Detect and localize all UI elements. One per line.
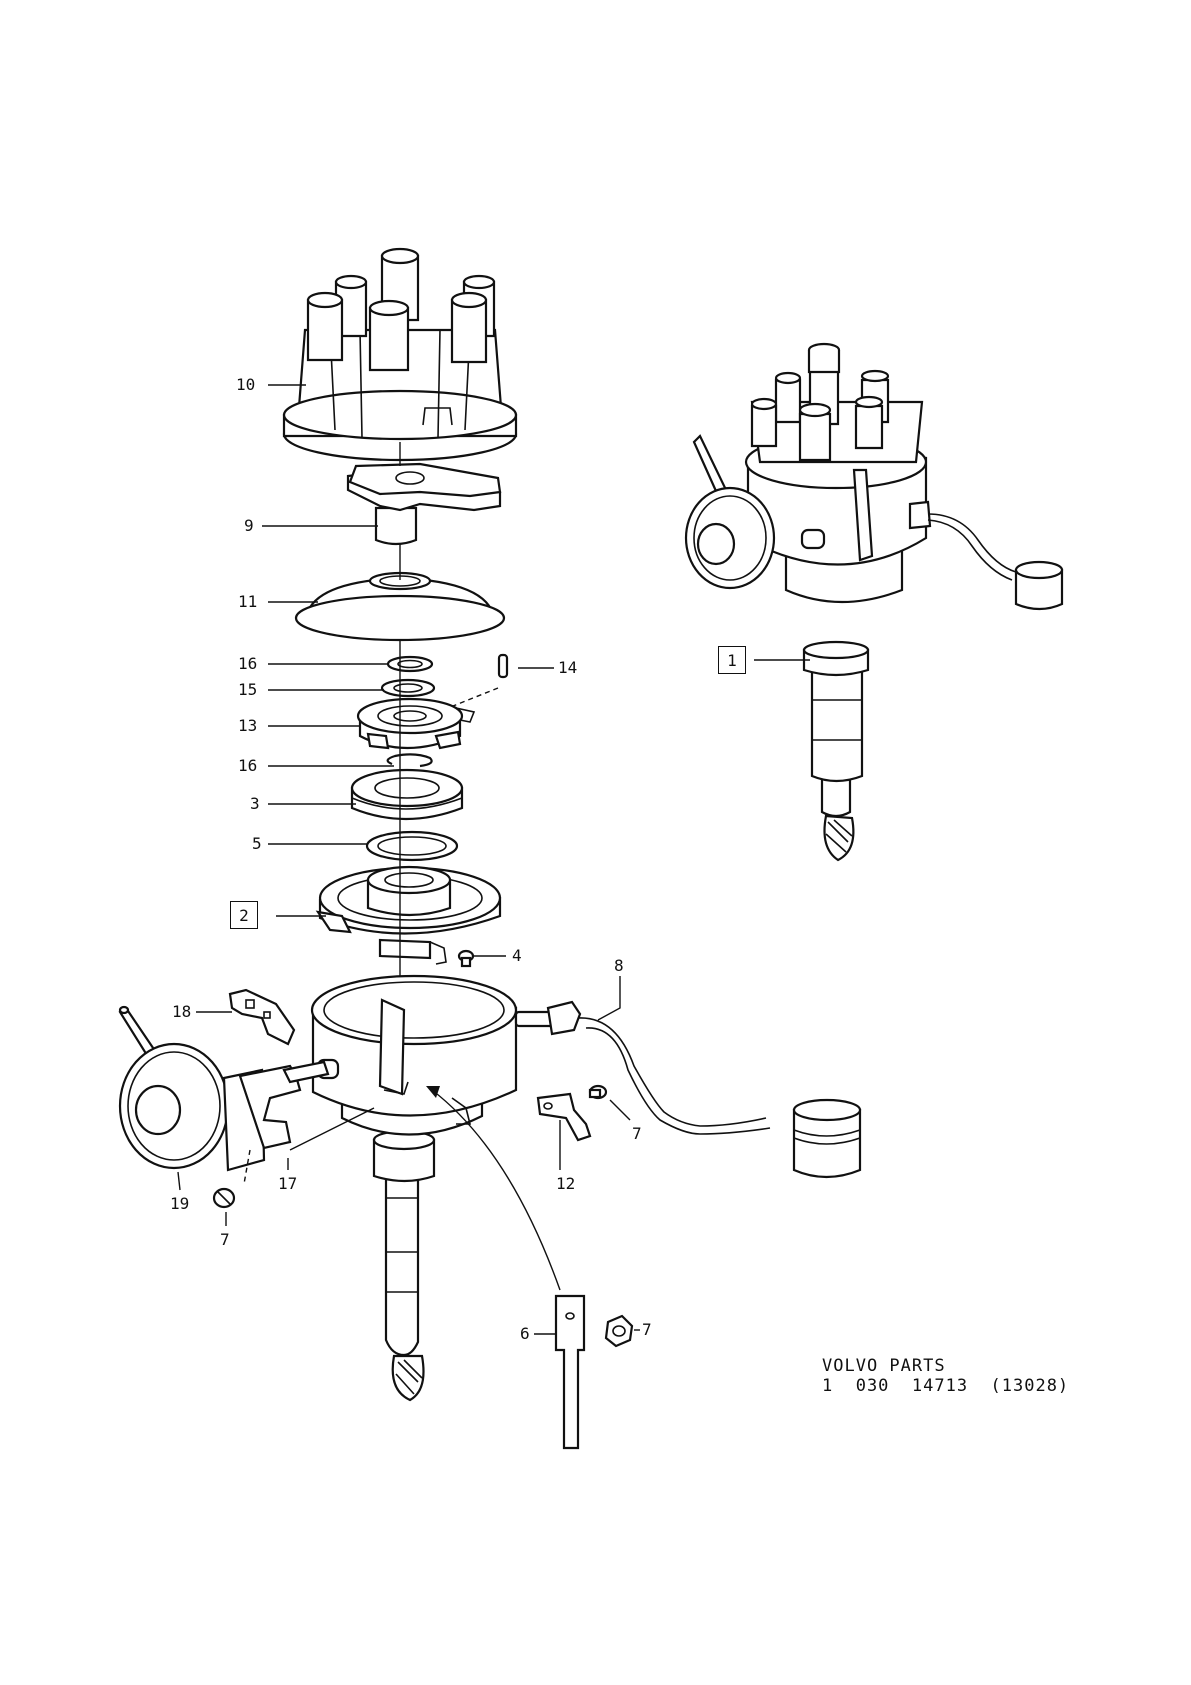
callout-2-boxed: 2 (230, 901, 258, 929)
catalog-reference: VOLVO PARTS 1 030 14713 (13028) (822, 1356, 1069, 1396)
pin-14 (497, 653, 509, 679)
callout-1-boxed: 1 (718, 646, 746, 674)
catalog-brand: VOLVO PARTS (822, 1356, 946, 1376)
breaker-plate-assembly (315, 865, 502, 965)
callout-5: 5 (252, 834, 262, 853)
callout-9: 9 (244, 516, 254, 535)
callout-14: 14 (558, 658, 578, 677)
pin-14-leader-dash (447, 687, 499, 709)
callout-16-lower: 16 (238, 756, 258, 775)
callout-8: 8 (614, 956, 624, 975)
circlip-16b (386, 753, 433, 768)
callout-17: 17 (278, 1174, 298, 1193)
washer-5 (365, 830, 459, 862)
dust-cover (294, 571, 506, 642)
nut-7 (604, 1314, 634, 1348)
leader-lines (177, 384, 810, 1335)
callout-11: 11 (238, 592, 258, 611)
distributor-cap (282, 247, 518, 462)
washer-15 (380, 678, 436, 698)
circlip-16a (386, 655, 434, 673)
leader-arrowhead (426, 1086, 440, 1098)
callout-7-left: 7 (220, 1230, 230, 1249)
cam-lubricator-6 (554, 1294, 586, 1450)
callout-16-upper: 16 (238, 654, 258, 673)
callout-13: 13 (238, 716, 258, 735)
distributor-housing (310, 974, 582, 1402)
breaker-plate (356, 697, 476, 750)
callout-4: 4 (512, 946, 522, 965)
callout-18: 18 (172, 1002, 192, 1021)
screw-4 (457, 949, 475, 968)
rotor-arm (346, 462, 502, 546)
callout-10: 10 (236, 375, 256, 394)
vacuum-unit (118, 1005, 330, 1185)
clamp-18 (228, 988, 296, 1046)
callout-15: 15 (238, 680, 258, 699)
assembled-distributor (684, 342, 1064, 862)
callout-7-right: 7 (632, 1124, 642, 1143)
callout-7-nut: 7 (642, 1320, 652, 1339)
callout-19: 19 (170, 1194, 190, 1213)
bearing-3 (350, 768, 464, 821)
screw-7-left (212, 1187, 236, 1209)
bracket-12 (536, 1092, 592, 1142)
callout-12: 12 (556, 1174, 576, 1193)
cam-lubricator-leader (431, 1089, 561, 1291)
catalog-number: 1 030 14713 (13028) (822, 1376, 1070, 1396)
callout-3: 3 (250, 794, 260, 813)
screw-7-right (588, 1084, 608, 1100)
low-tension-lead (577, 1017, 862, 1179)
callout-6: 6 (520, 1324, 530, 1343)
